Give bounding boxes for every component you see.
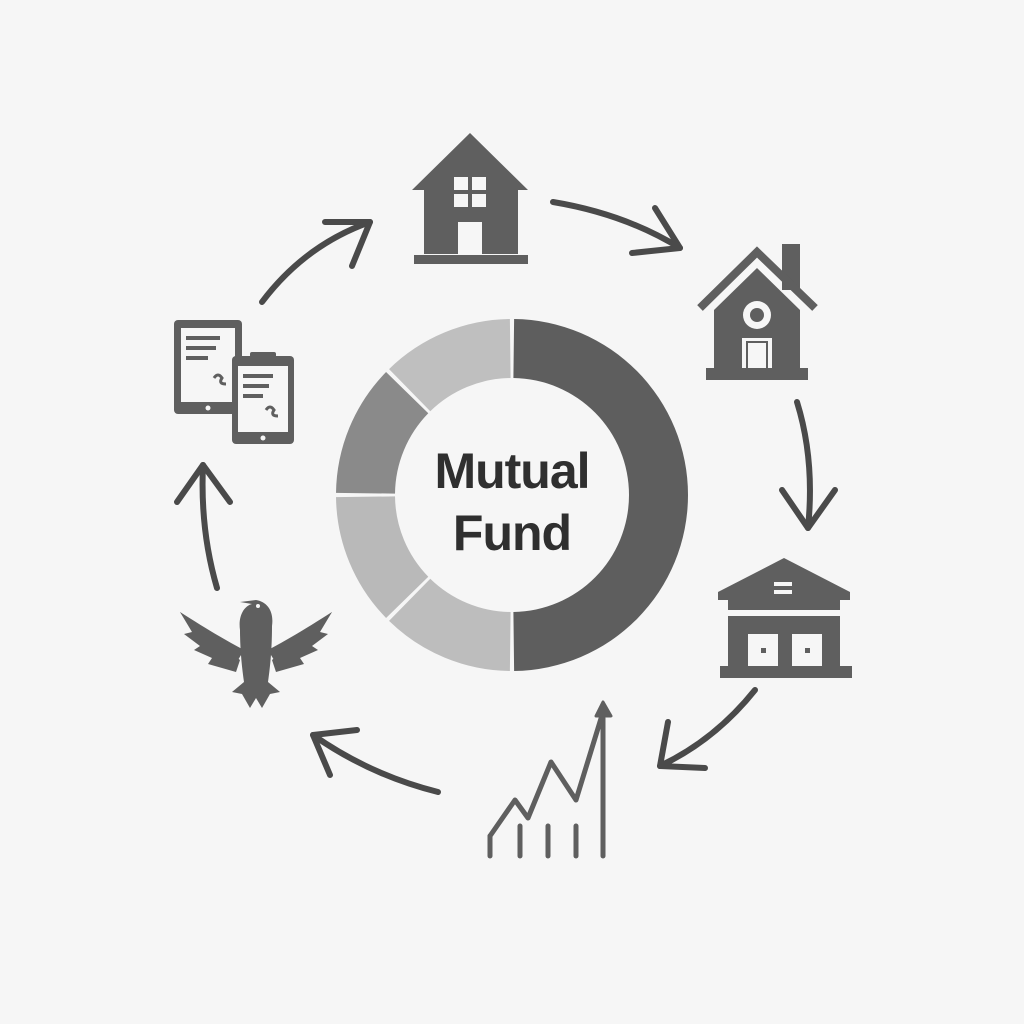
- growth-chart-icon: [487, 700, 613, 859]
- arrow-5: [174, 462, 233, 591]
- warehouse-icon: [718, 558, 852, 678]
- donut-segment-3: [336, 496, 429, 618]
- donut-segment-1: [513, 319, 689, 671]
- donut-segment-2: [389, 578, 511, 671]
- arrow-3: [657, 687, 758, 771]
- arrow-1: [550, 199, 683, 256]
- arrow-2: [779, 399, 838, 531]
- center-title-line2: Fund: [453, 505, 571, 561]
- arrow-4: [310, 727, 441, 795]
- chimney-house-icon: [697, 244, 818, 380]
- house-icon: [412, 133, 528, 264]
- donut-chart: [336, 319, 689, 671]
- tablet-documents-icon: [174, 320, 294, 444]
- donut-segment-5: [389, 319, 511, 412]
- donut-segment-4: [336, 372, 429, 494]
- arrow-6: [259, 219, 373, 305]
- cycle-arrows: [174, 199, 838, 795]
- center-title-line1: Mutual: [434, 443, 589, 499]
- eagle-icon: [180, 600, 332, 708]
